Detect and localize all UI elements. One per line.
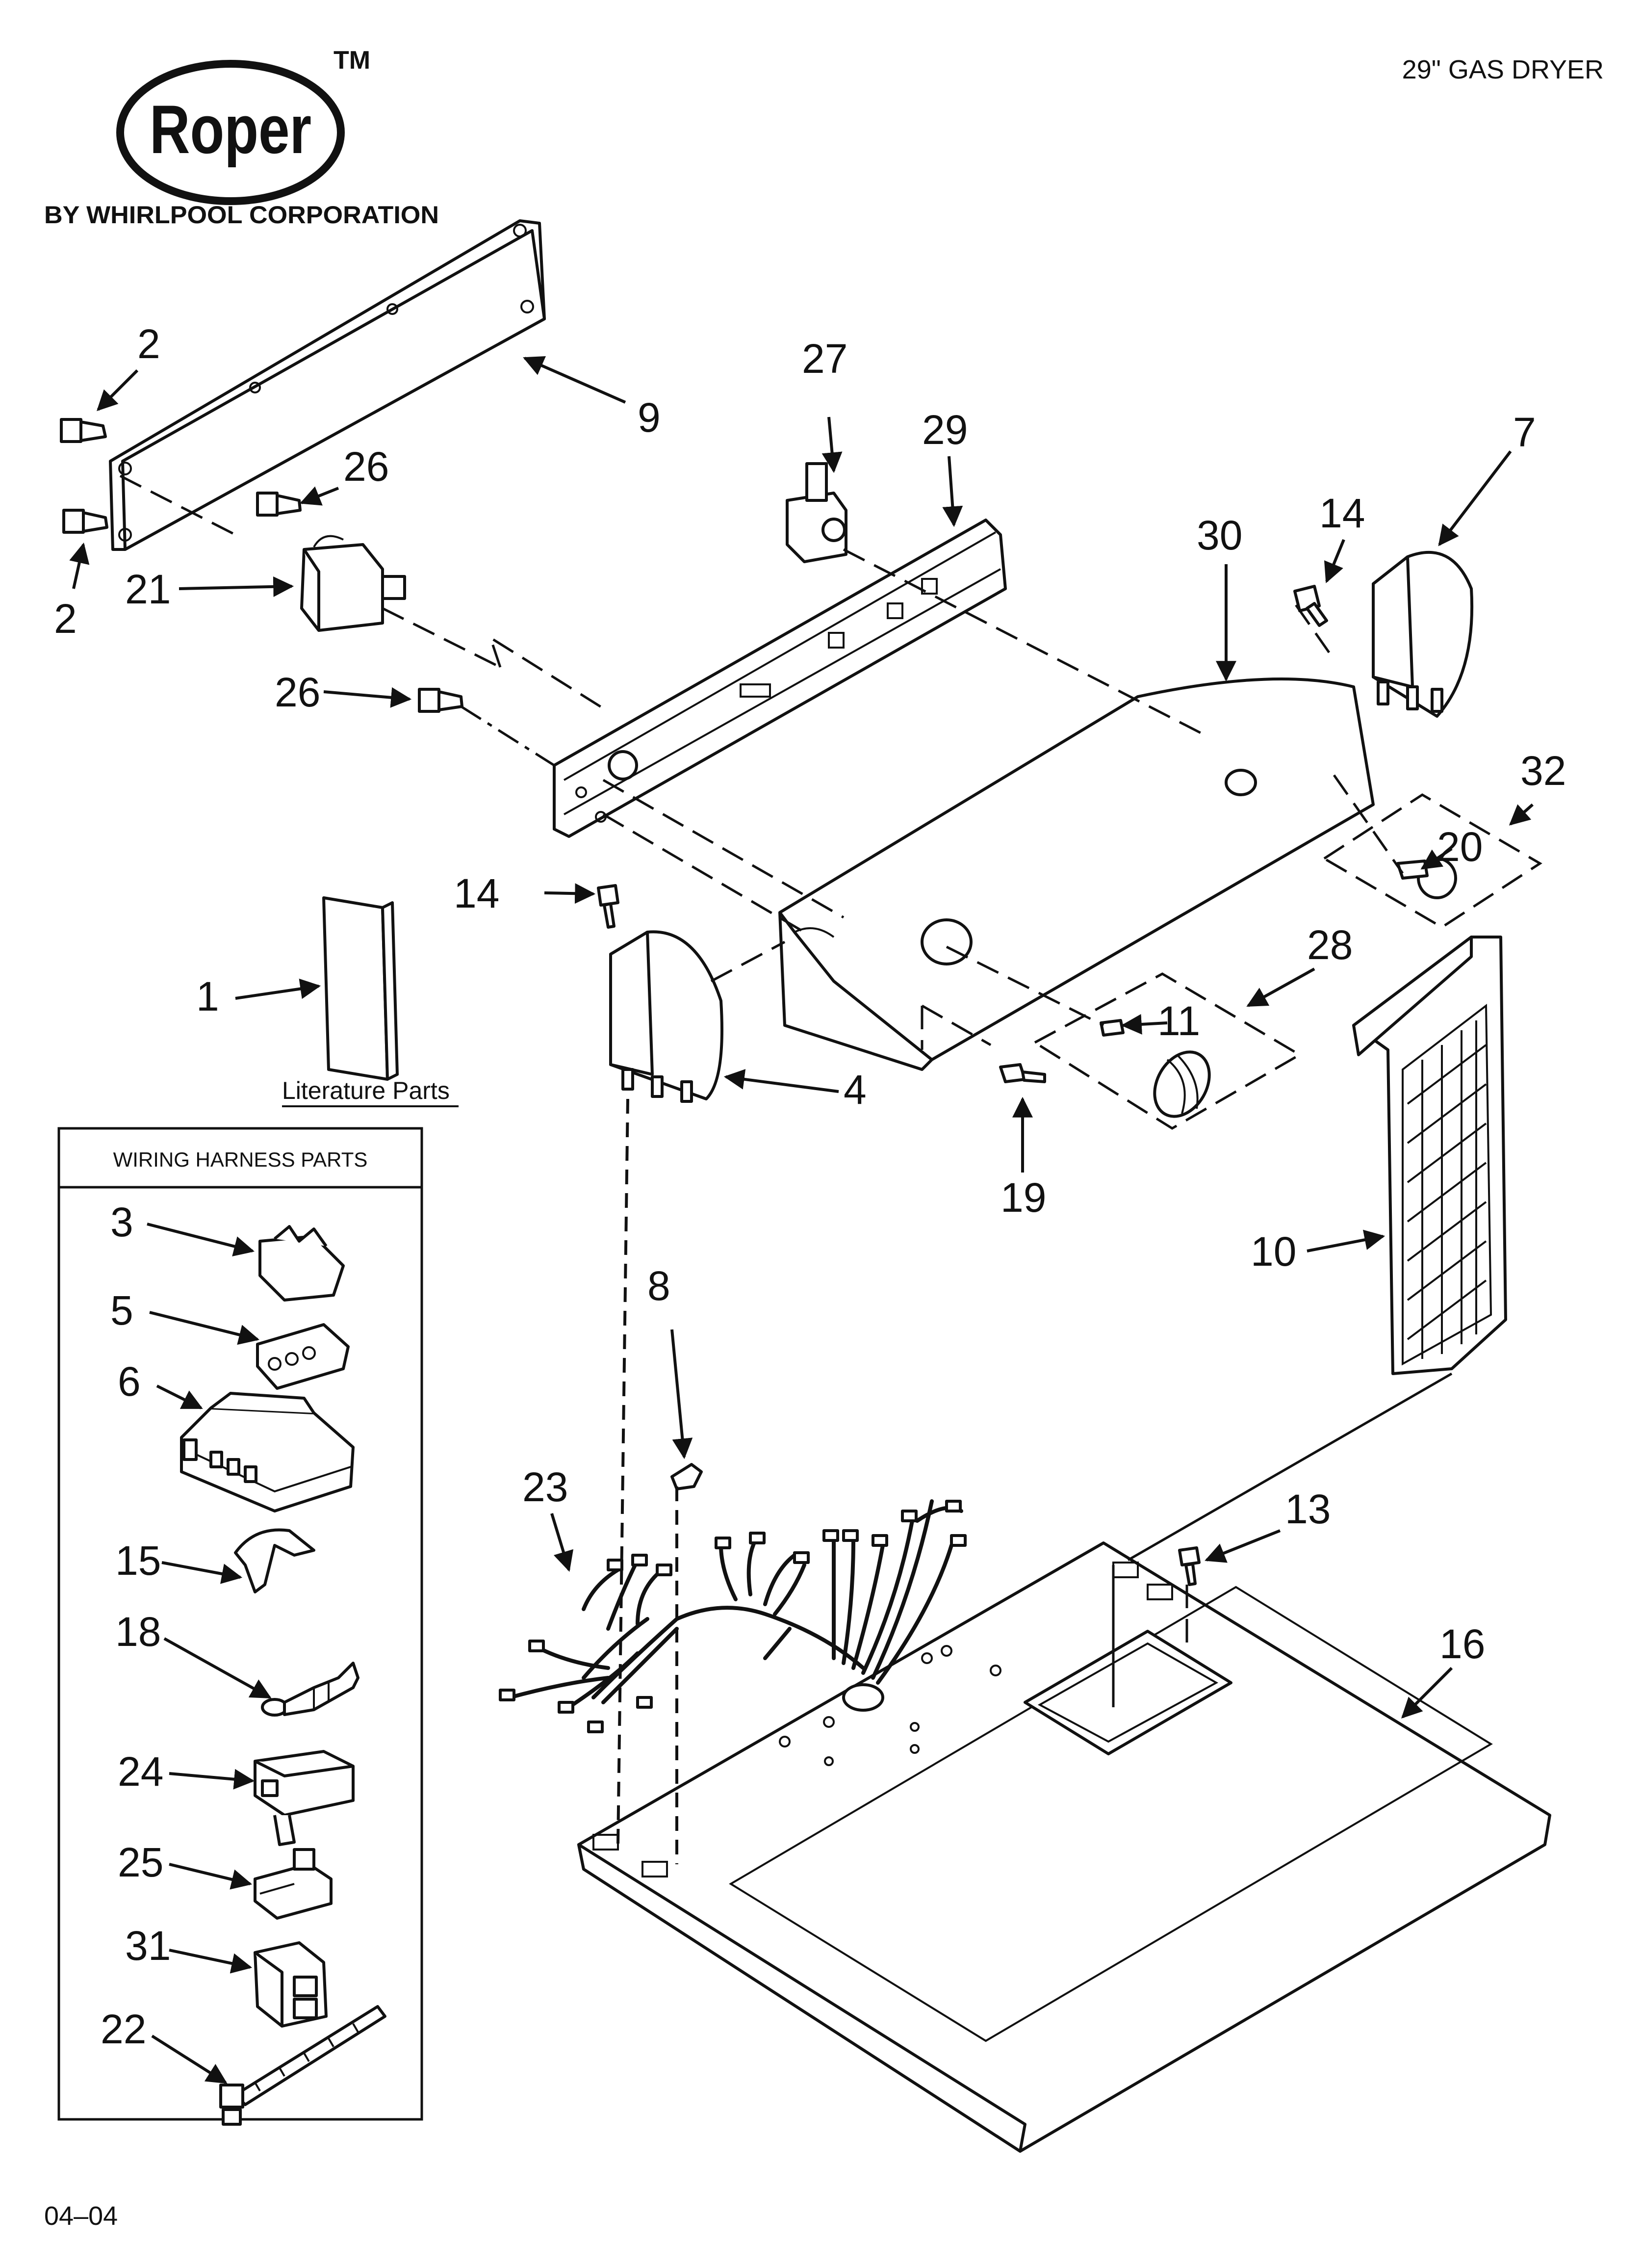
callout-20: 20 bbox=[1437, 824, 1483, 870]
connector-24-icon bbox=[254, 1750, 355, 1846]
screw-icon bbox=[60, 418, 107, 443]
callout-26: 26 bbox=[343, 443, 389, 490]
callout-5: 5 bbox=[110, 1287, 133, 1333]
screw-icon bbox=[418, 688, 463, 713]
control-console bbox=[778, 678, 1375, 1071]
wire-clip bbox=[670, 1463, 703, 1490]
connector-6-icon bbox=[180, 1392, 355, 1512]
callout-13: 13 bbox=[1285, 1486, 1331, 1532]
mounting-plate bbox=[109, 219, 546, 551]
clip-15-icon bbox=[234, 1528, 315, 1593]
callout-8: 8 bbox=[647, 1263, 670, 1309]
trademark-mark: TM bbox=[334, 46, 370, 75]
push-switch bbox=[786, 462, 847, 563]
literature-book bbox=[322, 896, 399, 1081]
connector-5-icon bbox=[256, 1323, 350, 1390]
connector-3-icon bbox=[258, 1225, 345, 1302]
screw-icon bbox=[62, 509, 108, 534]
end-cap-left bbox=[609, 930, 723, 1103]
callout-1: 1 bbox=[196, 973, 219, 1019]
callout-30: 30 bbox=[1197, 512, 1242, 558]
terminal-18-icon bbox=[261, 1662, 359, 1717]
callout-6: 6 bbox=[118, 1358, 141, 1405]
wiring-harness-box: WIRING HARNESS PARTS bbox=[57, 1127, 423, 2121]
callout-labels: 2 2 9 26 21 26 27 29 30 14 7 32 20 14 28… bbox=[54, 321, 1566, 2052]
kit-outline-32 bbox=[1322, 793, 1542, 929]
lint-screen bbox=[1352, 936, 1507, 1375]
callout-14: 14 bbox=[454, 870, 499, 916]
logo-text: Roper bbox=[150, 91, 311, 168]
callout-15: 15 bbox=[115, 1538, 161, 1584]
callout-19: 19 bbox=[1001, 1174, 1046, 1221]
screw-icon bbox=[1178, 1546, 1201, 1586]
callout-31: 31 bbox=[125, 1923, 171, 1969]
wiring-box-title: WIRING HARNESS PARTS bbox=[113, 1148, 368, 1171]
callout-16: 16 bbox=[1439, 1621, 1485, 1667]
callout-2: 2 bbox=[54, 596, 77, 642]
wire-harness bbox=[499, 1499, 967, 1733]
screw-icon bbox=[999, 1063, 1046, 1083]
connector-31-icon bbox=[254, 1941, 328, 2028]
callout-18: 18 bbox=[115, 1609, 161, 1655]
callout-21: 21 bbox=[125, 566, 171, 612]
leader-lines bbox=[69, 356, 1534, 2084]
callout-7: 7 bbox=[1513, 409, 1536, 455]
callout-23: 23 bbox=[522, 1464, 568, 1510]
callout-28: 28 bbox=[1307, 922, 1353, 968]
end-cap-right bbox=[1372, 551, 1474, 718]
callout-26: 26 bbox=[275, 669, 320, 715]
callout-11: 11 bbox=[1157, 998, 1200, 1044]
timer-switch bbox=[300, 535, 406, 632]
screw-icon bbox=[1293, 585, 1328, 627]
connector-25-icon bbox=[254, 1848, 333, 1920]
callout-25: 25 bbox=[118, 1839, 163, 1885]
callout-29: 29 bbox=[922, 407, 968, 453]
callout-24: 24 bbox=[118, 1748, 163, 1795]
callout-3: 3 bbox=[110, 1199, 133, 1245]
control-bracket bbox=[553, 519, 1007, 838]
brand-byline: BY WHIRLPOOL CORPORATION bbox=[44, 201, 439, 229]
callout-10: 10 bbox=[1251, 1228, 1296, 1275]
roper-logo: Roper TM BY WHIRLPOOL CORPORATION bbox=[44, 46, 439, 229]
guide-lines bbox=[119, 474, 1453, 1864]
callout-9: 9 bbox=[638, 394, 661, 441]
dryer-top-panel bbox=[577, 1541, 1551, 2153]
model-title: 29" GAS DRYER bbox=[1402, 55, 1604, 84]
literature-label: Literature Parts bbox=[282, 1077, 450, 1104]
callout-4: 4 bbox=[844, 1067, 867, 1113]
callout-2: 2 bbox=[137, 321, 160, 367]
screw-icon bbox=[597, 884, 619, 929]
screw-icon bbox=[256, 492, 302, 517]
callout-32: 32 bbox=[1520, 748, 1566, 794]
callout-27: 27 bbox=[802, 336, 847, 382]
cable-tie-22-icon bbox=[219, 2005, 386, 2126]
callout-14: 14 bbox=[1319, 490, 1365, 536]
callout-22: 22 bbox=[101, 2006, 146, 2052]
date-code: 04–04 bbox=[44, 2201, 118, 2231]
